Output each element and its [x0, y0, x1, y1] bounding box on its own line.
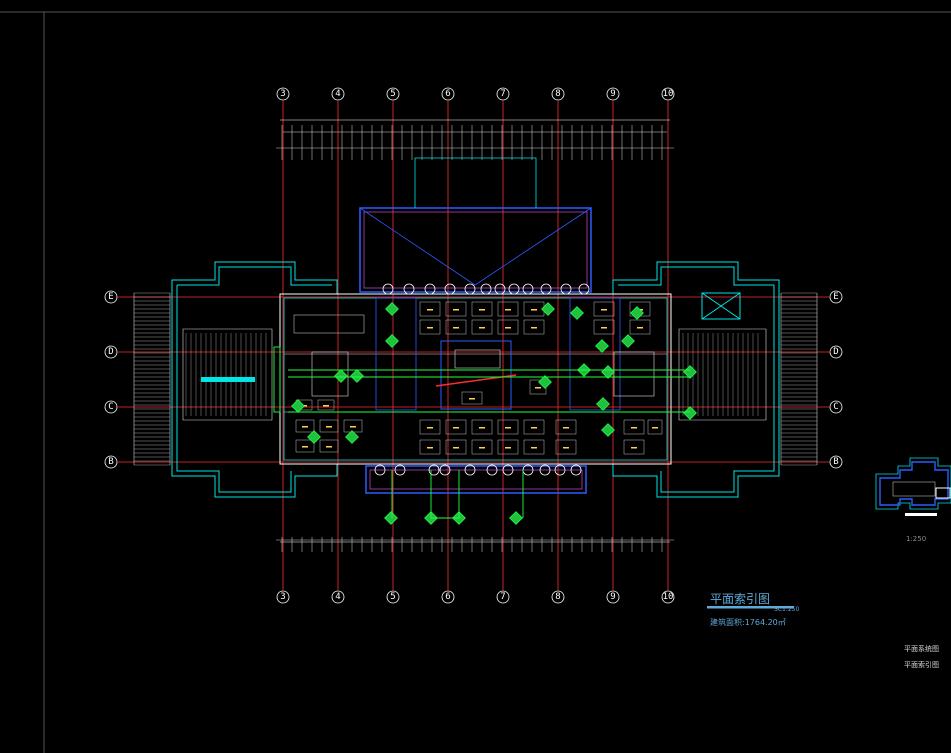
row-label-D: D: [833, 347, 838, 357]
legend-item-system[interactable]: 平面系统图: [904, 644, 939, 653]
grid-bubble-7: [496, 590, 510, 604]
row-bubble-B: [829, 455, 843, 469]
grid-label-9: 9: [610, 89, 615, 99]
area-text: 建筑面积:1764.20㎡: [710, 617, 786, 627]
grid-label-5: 5: [390, 592, 395, 602]
row-bubble-C: [829, 400, 843, 414]
row-bubble-D: [829, 345, 843, 359]
dimension-lines: [276, 119, 674, 552]
grid-label-7: 7: [500, 592, 505, 602]
grid-label-3: 3: [280, 592, 285, 602]
row-label-C: C: [108, 402, 113, 412]
green-section-lines: [273, 346, 690, 519]
left-stairs: [133, 292, 267, 466]
right-stairs: [682, 292, 818, 466]
row-bubble-E: [829, 290, 843, 304]
key-plan-scale: 1:250: [906, 535, 926, 543]
grid-bubble-3: [276, 87, 290, 101]
grid-label-6: 6: [445, 89, 450, 99]
grid-label-4: 4: [335, 89, 340, 99]
grid-bubble-5: [386, 87, 400, 101]
row-bubble-C: [104, 400, 118, 414]
grid-label-6: 6: [445, 592, 450, 602]
grid-label-10: 10: [663, 89, 674, 99]
grid-bubble-6: [441, 590, 455, 604]
key-plan: [875, 457, 951, 516]
grid-bubble-10: [661, 87, 675, 101]
left-cyan-bar: [201, 377, 255, 382]
grid-label-3: 3: [280, 89, 285, 99]
grid-bubble-5: [386, 590, 400, 604]
grid-bubble-3: [276, 590, 290, 604]
canopy: [283, 131, 667, 293]
planter-circles: [374, 283, 590, 476]
grid-bubble-4: [331, 87, 345, 101]
grid-label-9: 9: [610, 592, 615, 602]
grid-bubble-9: [606, 87, 620, 101]
grid-label-7: 7: [500, 89, 505, 99]
row-label-D: D: [108, 347, 113, 357]
index-markers: [291, 302, 697, 525]
grid-label-4: 4: [335, 592, 340, 602]
grid-label-8: 8: [555, 89, 560, 99]
grid-label-5: 5: [390, 89, 395, 99]
bottom-entrance: [365, 465, 587, 494]
title-scale: SC1:250: [774, 606, 799, 613]
column-grid: 3 3 4 4 5 5 6 6 7 7 8 8 9 9 10 10: [276, 87, 675, 604]
grid-label-10: 10: [663, 592, 674, 602]
grid-label-8: 8: [555, 592, 560, 602]
grid-bubble-6: [441, 87, 455, 101]
grid-bubble-10: [661, 590, 675, 604]
drawing-title: 平面索引图: [710, 592, 770, 606]
row-grid: E E D D C C B B: [104, 290, 843, 469]
grid-bubble-8: [551, 590, 565, 604]
legend-item-index[interactable]: 平面索引图: [904, 660, 939, 669]
row-bubble-D: [104, 345, 118, 359]
row-label-E: E: [108, 292, 113, 302]
row-bubble-E: [104, 290, 118, 304]
grid-bubble-7: [496, 87, 510, 101]
title-underline: [707, 606, 794, 609]
grid-bubble-9: [606, 590, 620, 604]
row-bubble-B: [104, 455, 118, 469]
row-label-E: E: [833, 292, 838, 302]
row-label-B: B: [833, 457, 838, 467]
row-label-C: C: [833, 402, 838, 412]
grid-bubble-4: [331, 590, 345, 604]
grid-bubble-8: [551, 87, 565, 101]
row-label-B: B: [108, 457, 113, 467]
